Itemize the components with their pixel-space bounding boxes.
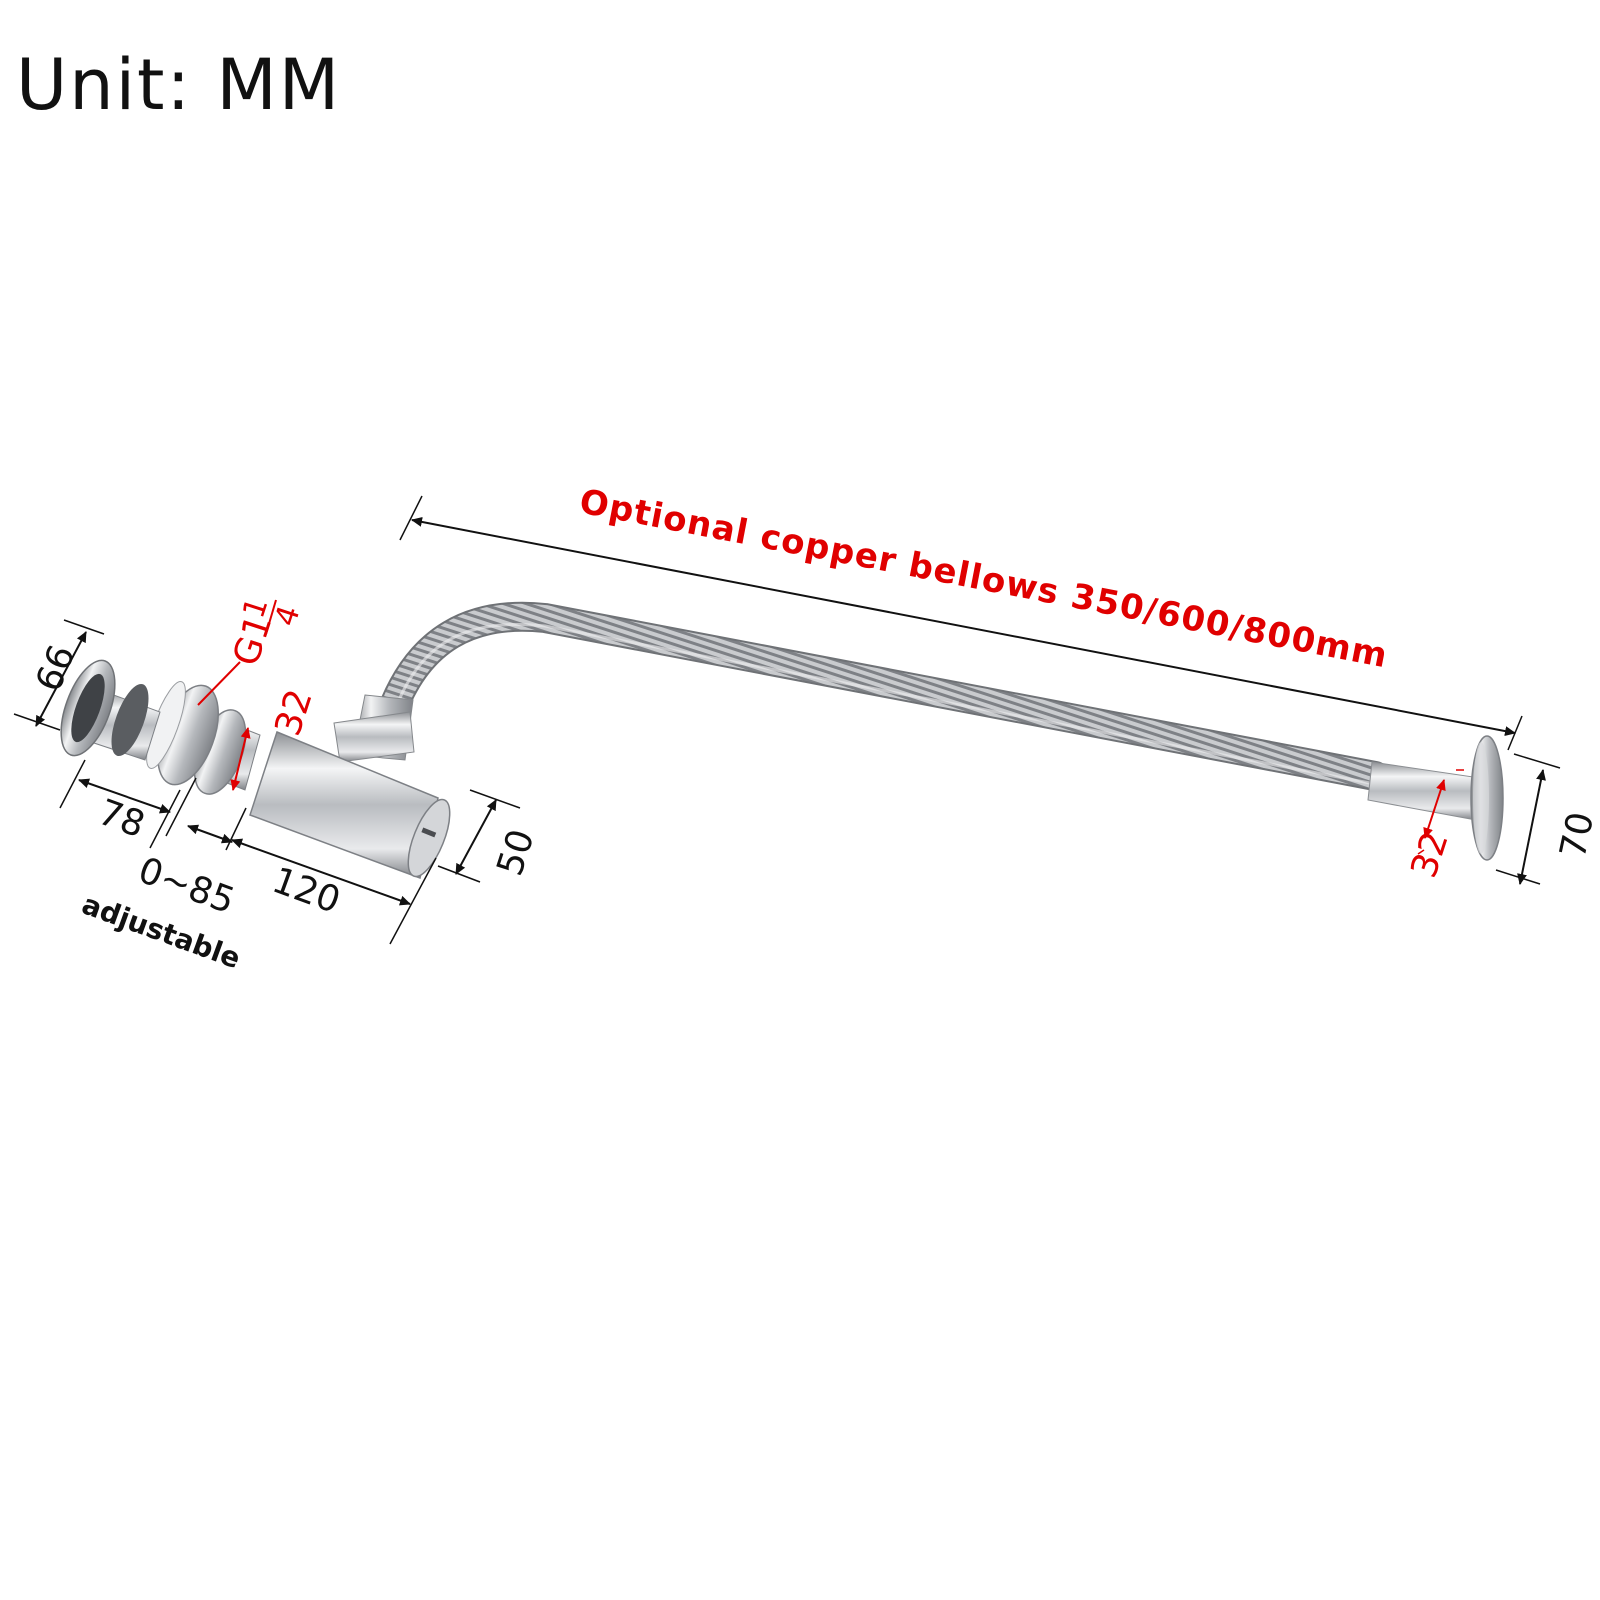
trap-riser <box>333 694 415 763</box>
inlet-length-label: 78 <box>93 792 150 846</box>
page-title: Unit: MM <box>16 44 342 126</box>
wall-flange <box>1470 735 1504 861</box>
pipe-diameter-left-label: 32 <box>268 685 321 741</box>
dimension-flange-diameter: 70 <box>1495 753 1600 885</box>
dimension-body-diameter: 50 <box>437 789 543 883</box>
pipe-diameter-right-label: 32 <box>1404 827 1457 883</box>
adjustable-connector <box>146 681 261 795</box>
body-length-label: 120 <box>267 860 346 922</box>
flange-diameter-label: 70 <box>1553 809 1600 862</box>
drain-head <box>60 659 161 761</box>
body-diameter-label: 50 <box>490 825 543 881</box>
